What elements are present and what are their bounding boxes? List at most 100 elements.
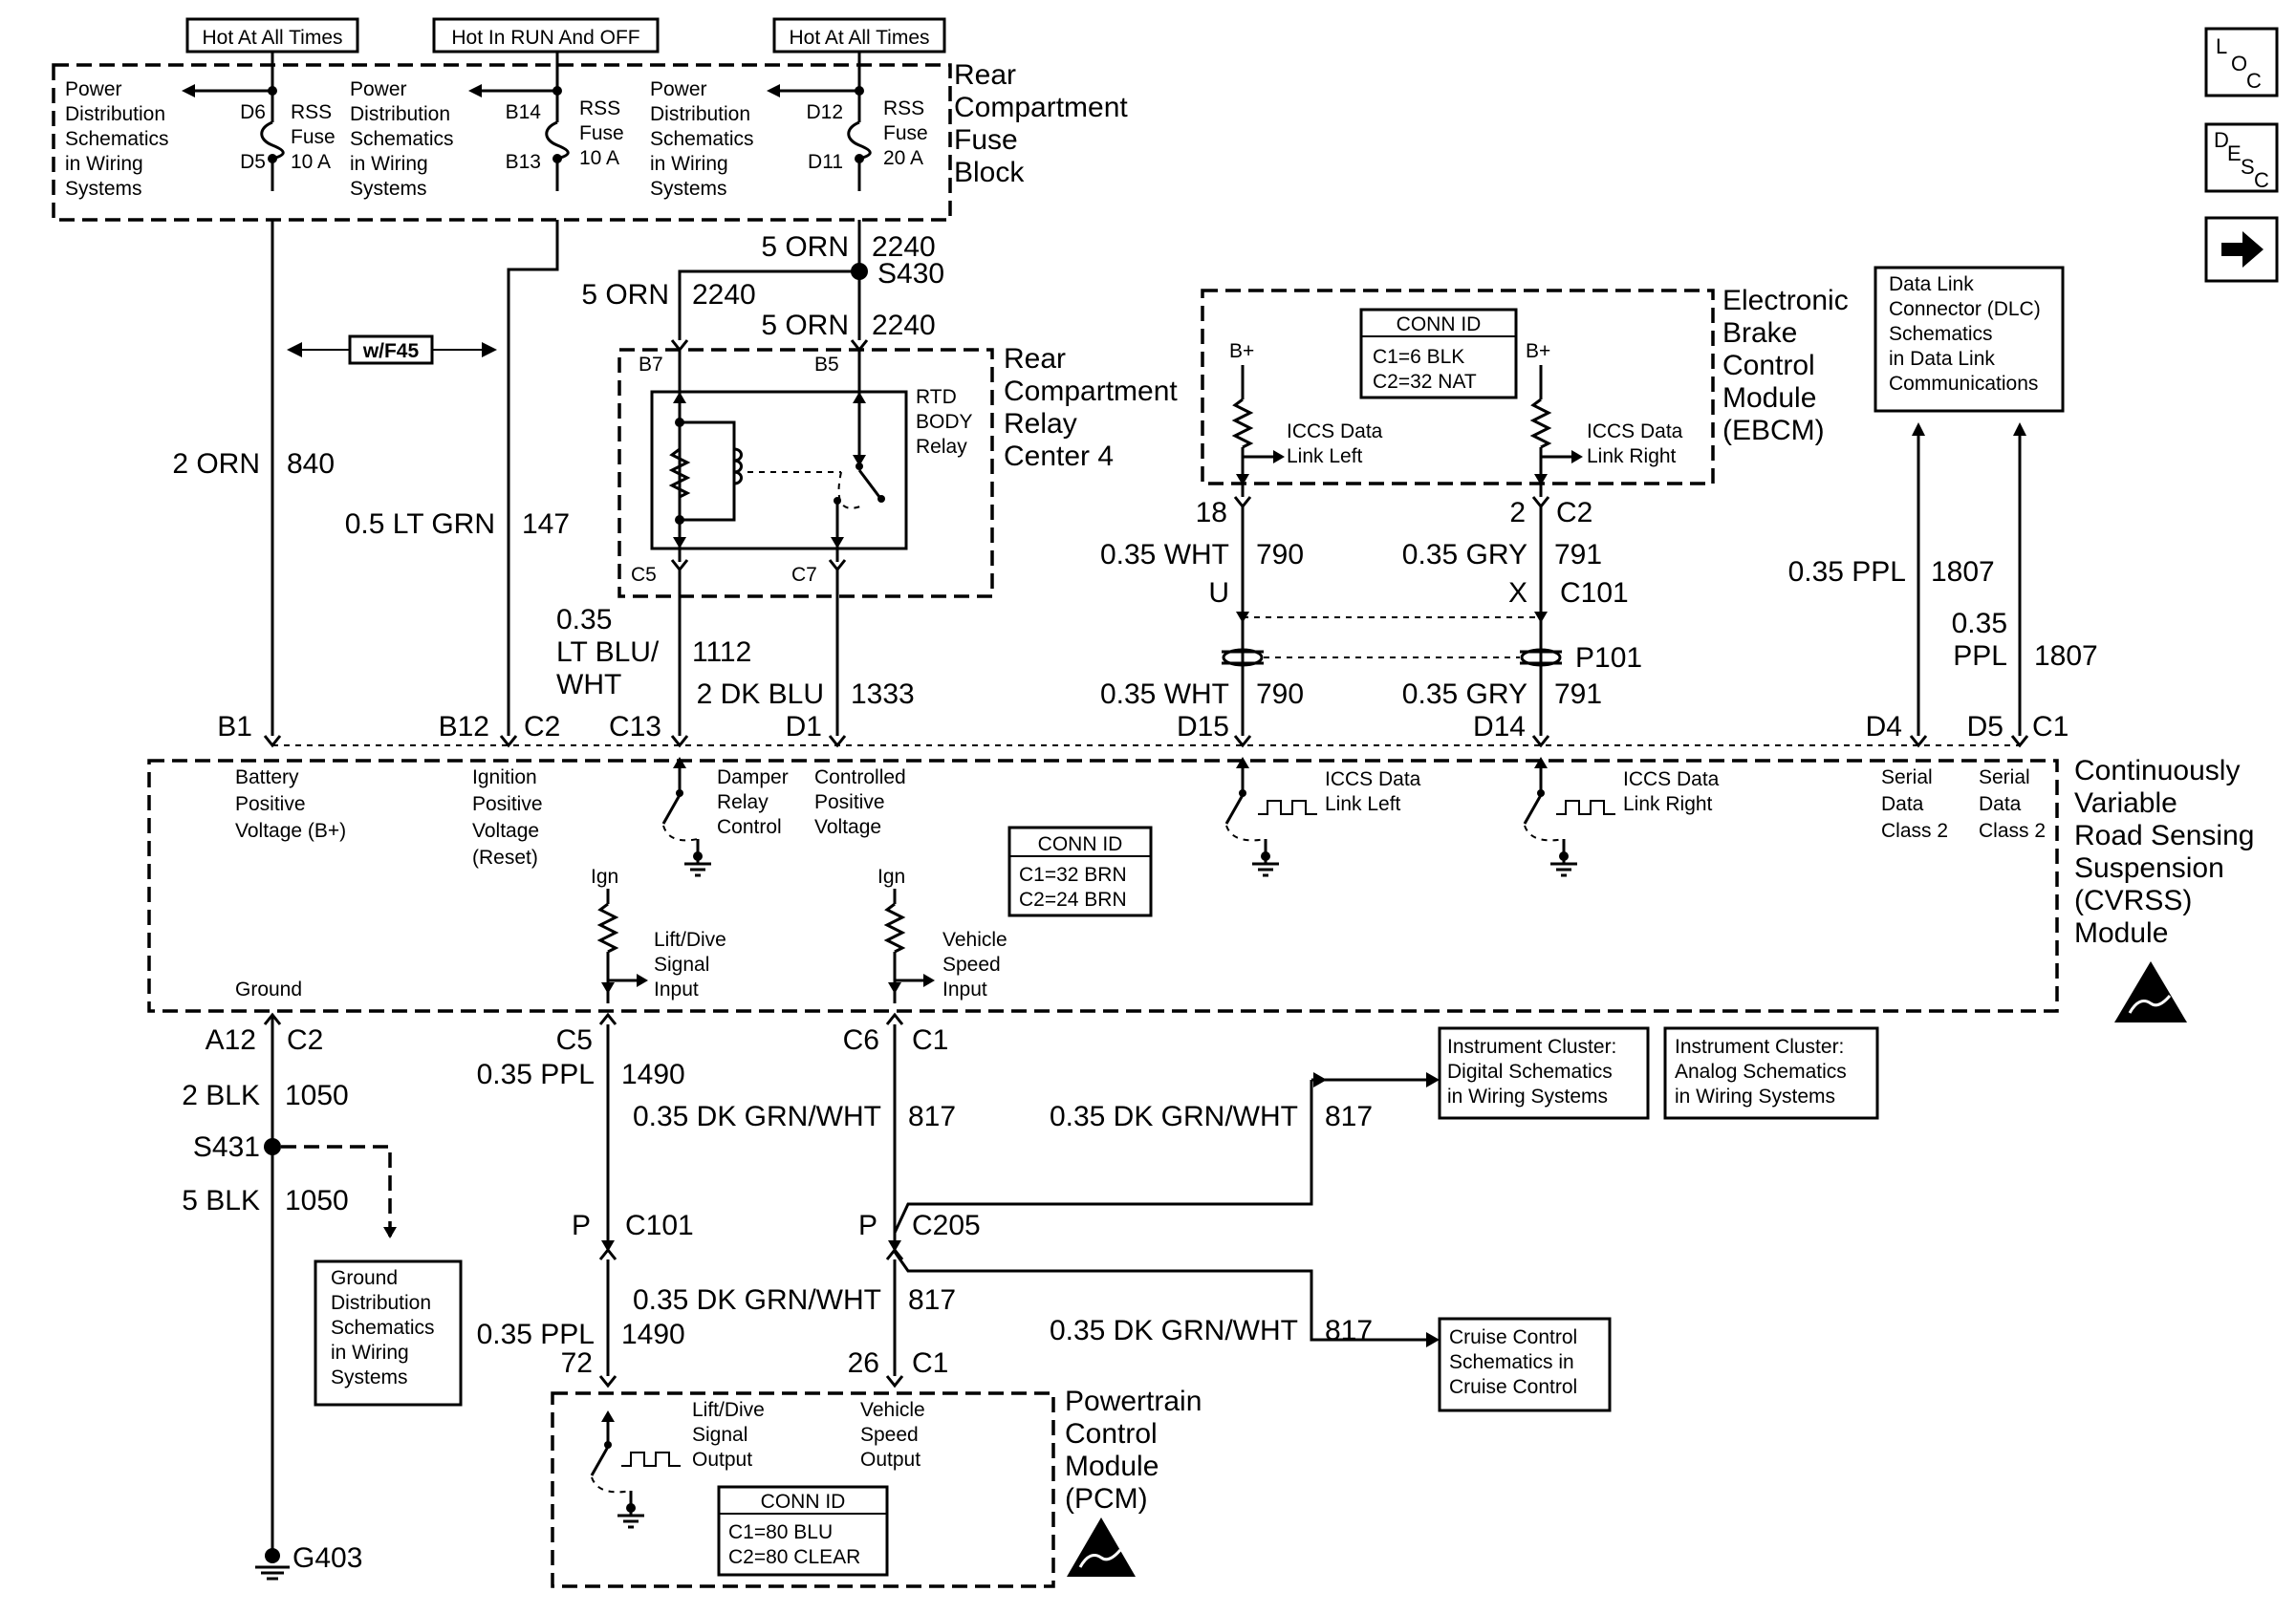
svg-text:Link Right: Link Right [1623,793,1713,815]
svg-text:B13: B13 [506,151,541,173]
svg-text:Voltage: Voltage [472,820,539,842]
svg-text:817: 817 [908,1284,956,1316]
rss-fuse-3: D12 D11 RSS Fuse 20 A [767,84,928,191]
rss-fuse-1: D6 D5 RSS Fuse 10 A [182,84,336,191]
svg-text:2 BLK: 2 BLK [182,1080,260,1111]
ic-digital-box[interactable]: Instrument Cluster: Digital Schematics i… [1438,1026,1650,1120]
svg-text:P: P [858,1210,877,1241]
svg-text:Lift/Dive: Lift/Dive [654,929,726,951]
svg-text:D1: D1 [786,711,822,742]
svg-text:Link Right: Link Right [1587,445,1677,467]
svg-text:C2: C2 [1556,497,1592,528]
svg-text:817: 817 [1325,1101,1373,1132]
svg-text:790: 790 [1256,539,1304,570]
loc-icon[interactable]: L O C [2204,27,2279,97]
svg-text:D15: D15 [1177,711,1229,742]
svg-text:Ign: Ign [591,866,618,888]
svg-text:Analog Schematics: Analog Schematics [1675,1061,1847,1083]
svg-text:D12: D12 [806,101,843,123]
svg-text:Systems: Systems [331,1367,408,1388]
svg-text:Fuse: Fuse [579,122,624,144]
svg-text:D5: D5 [240,151,266,173]
desc-icon[interactable]: D E S C [2204,122,2279,193]
svg-text:0.35 WHT: 0.35 WHT [1100,539,1229,570]
svg-text:C2=32 NAT: C2=32 NAT [1373,371,1477,393]
svg-text:Continuously: Continuously [2074,755,2240,786]
svg-text:w/F45: w/F45 [362,340,420,362]
svg-text:2 DK BLU: 2 DK BLU [697,678,824,710]
svg-text:C1: C1 [912,1024,948,1056]
fuse-block: Rear Compartment Fuse Block Power Distri… [52,59,1128,222]
svg-text:LT BLU/: LT BLU/ [556,636,660,668]
svg-text:BODY: BODY [916,411,973,433]
svg-text:P: P [572,1210,591,1241]
svg-text:Voltage: Voltage [814,816,881,838]
svg-text:S431: S431 [193,1131,260,1163]
option-wf45: w/F45 [287,334,497,365]
svg-text:0.35 GRY: 0.35 GRY [1402,678,1527,710]
svg-text:Data Link: Data Link [1889,273,1974,295]
cruise-control-box[interactable]: Cruise Control Schematics in Cruise Cont… [1438,1317,1612,1412]
nav-icons: L O C D E S C [2204,27,2279,283]
svg-text:0.35 PPL: 0.35 PPL [1788,556,1906,588]
relay-center: Rear Compartment Relay Center 4 B7 B5 C5… [617,339,1178,598]
svg-text:B+: B+ [1229,340,1254,362]
svg-text:0.35 WHT: 0.35 WHT [1100,678,1229,710]
svg-text:C5: C5 [631,564,657,586]
svg-text:Center 4: Center 4 [1004,441,1114,472]
svg-text:Input: Input [654,979,699,1001]
svg-text:Control: Control [1722,350,1815,381]
w840-circuit: 840 [287,448,335,480]
svg-text:C1: C1 [2032,711,2069,742]
svg-text:Distribution: Distribution [350,103,450,125]
fuse-block-name-1: Rear [954,59,1016,91]
svg-text:CONN ID: CONN ID [1038,833,1123,855]
svg-text:Electronic: Electronic [1722,285,1849,316]
svg-text:791: 791 [1554,539,1602,570]
rtd-body-relay [650,390,908,550]
ground-distribution-box[interactable]: Ground Distribution Schematics in Wiring… [314,1259,463,1407]
svg-text:A12: A12 [206,1024,256,1056]
svg-text:Schematics: Schematics [1889,323,1993,345]
svg-text:Controlled: Controlled [814,766,906,788]
svg-text:D5: D5 [1967,711,2004,742]
svg-text:C13: C13 [609,711,661,742]
svg-text:CONN ID: CONN ID [761,1491,846,1513]
svg-text:P101: P101 [1575,642,1642,674]
svg-text:D11: D11 [808,151,843,173]
svg-text:1807: 1807 [1931,556,1995,588]
svg-text:RSS: RSS [291,101,332,123]
svg-text:C2=80 CLEAR: C2=80 CLEAR [728,1546,860,1568]
ebcm-conn-id [1359,308,1518,399]
svg-text:C1=80 BLU: C1=80 BLU [728,1521,833,1543]
svg-text:in Data Link: in Data Link [1889,348,1995,370]
svg-text:Vehicle: Vehicle [942,929,1007,951]
svg-text:Power: Power [350,78,407,100]
svg-text:Compartment: Compartment [1004,376,1178,407]
svg-text:Instrument Cluster:: Instrument Cluster: [1447,1036,1616,1058]
svg-text:Speed: Speed [860,1424,919,1446]
cvrss-module: Continuously Variable Road Sensing Suspe… [147,711,2254,1056]
svg-text:5 ORN: 5 ORN [761,310,849,341]
wire-817-cruise [893,1251,1430,1342]
svg-text:Data: Data [1881,793,1924,815]
svg-text:Distribution: Distribution [65,103,165,125]
svg-text:26: 26 [848,1347,879,1379]
svg-text:Brake: Brake [1722,317,1797,349]
svg-text:1050: 1050 [285,1080,349,1111]
svg-text:Serial: Serial [1979,766,2030,788]
pd-text-3: Power Distribution Schematics in Wiring … [650,78,754,200]
svg-text:0.35: 0.35 [556,604,612,635]
svg-text:Positive: Positive [814,791,885,813]
svg-text:790: 790 [1256,678,1304,710]
svg-text:Distribution: Distribution [650,103,750,125]
next-arrow-icon[interactable] [2204,216,2279,283]
svg-text:Power: Power [650,78,707,100]
dlc-box[interactable]: Data Link Connector (DLC) Schematics in … [1874,266,2065,413]
svg-text:B14: B14 [506,101,542,123]
ic-analog-box[interactable]: Instrument Cluster: Analog Schematics in… [1663,1026,1879,1120]
svg-text:G403: G403 [292,1542,362,1574]
svg-text:C101: C101 [625,1210,694,1241]
